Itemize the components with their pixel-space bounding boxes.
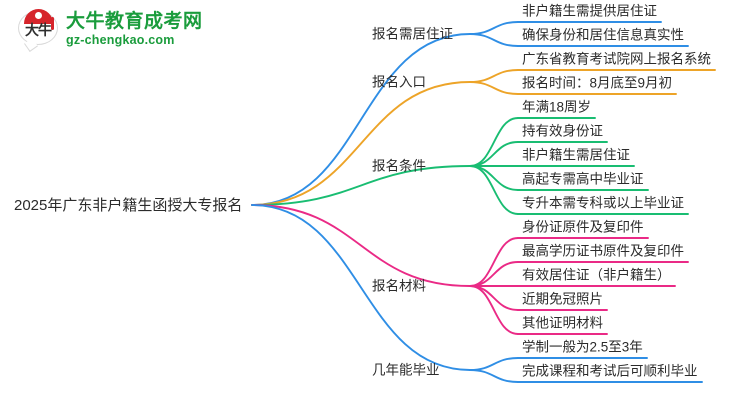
mindmap-leaf-4-1: 身份证原件及复印件 bbox=[522, 219, 644, 235]
mindmap-leaf-4-3: 有效居住证（非户籍生） bbox=[522, 267, 671, 283]
mindmap-leaf-2-1: 广东省教育考试院网上报名系统 bbox=[522, 51, 711, 67]
mindmap-leaf-5-2: 完成课程和考试后可顺利毕业 bbox=[522, 363, 698, 379]
logo-site-name: 大牛教育成考网 bbox=[66, 10, 203, 32]
mindmap-leaf-1-1: 非户籍生需提供居住证 bbox=[522, 3, 657, 19]
mindmap-leaf-4-5: 其他证明材料 bbox=[522, 315, 603, 331]
logo-domain: gz-chengkao.com bbox=[66, 32, 175, 47]
mindmap-leaf-3-1: 年满18周岁 bbox=[522, 99, 592, 115]
graduation-cap-icon bbox=[24, 9, 53, 24]
mindmap-branch-2: 报名入口 bbox=[372, 74, 426, 90]
logo-text-block: 大牛教育成考网 gz-chengkao.com bbox=[66, 12, 203, 47]
mindmap-leaf-3-5: 专升本需专科或以上毕业证 bbox=[522, 195, 684, 211]
mindmap-leaf-4-4: 近期免冠照片 bbox=[522, 291, 603, 307]
mindmap-leaf-3-4: 高起专需高中毕业证 bbox=[522, 171, 644, 187]
logo-mark-icon: 大牛 bbox=[18, 9, 60, 49]
mindmap-leaf-5-1: 学制一般为2.5至3年 bbox=[522, 339, 643, 355]
mindmap-leaf-1-2: 确保身份和居住信息真实性 bbox=[522, 27, 684, 43]
mindmap-leaf-2-2: 报名时间：8月底至9月初 bbox=[522, 75, 673, 91]
cap-tassel-icon bbox=[51, 17, 54, 30]
mindmap-leaf-3-2: 持有效身份证 bbox=[522, 123, 603, 139]
mindmap-branch-4: 报名材料 bbox=[372, 278, 426, 294]
site-logo: 大牛 大牛教育成考网 gz-chengkao.com bbox=[18, 9, 203, 49]
mindmap-leaf-4-2: 最高学历证书原件及复印件 bbox=[522, 243, 684, 259]
mindmap-branch-5: 几年能毕业 bbox=[372, 362, 440, 378]
mindmap-leaf-3-3: 非户籍生需居住证 bbox=[522, 147, 630, 163]
mindmap-root-node: 2025年广东非户籍生函授大专报名 bbox=[14, 197, 243, 214]
mindmap-branch-3: 报名条件 bbox=[372, 158, 426, 174]
mindmap-branch-1: 报名需居住证 bbox=[372, 26, 453, 42]
logo-glyph-text: 大牛 bbox=[25, 22, 52, 38]
